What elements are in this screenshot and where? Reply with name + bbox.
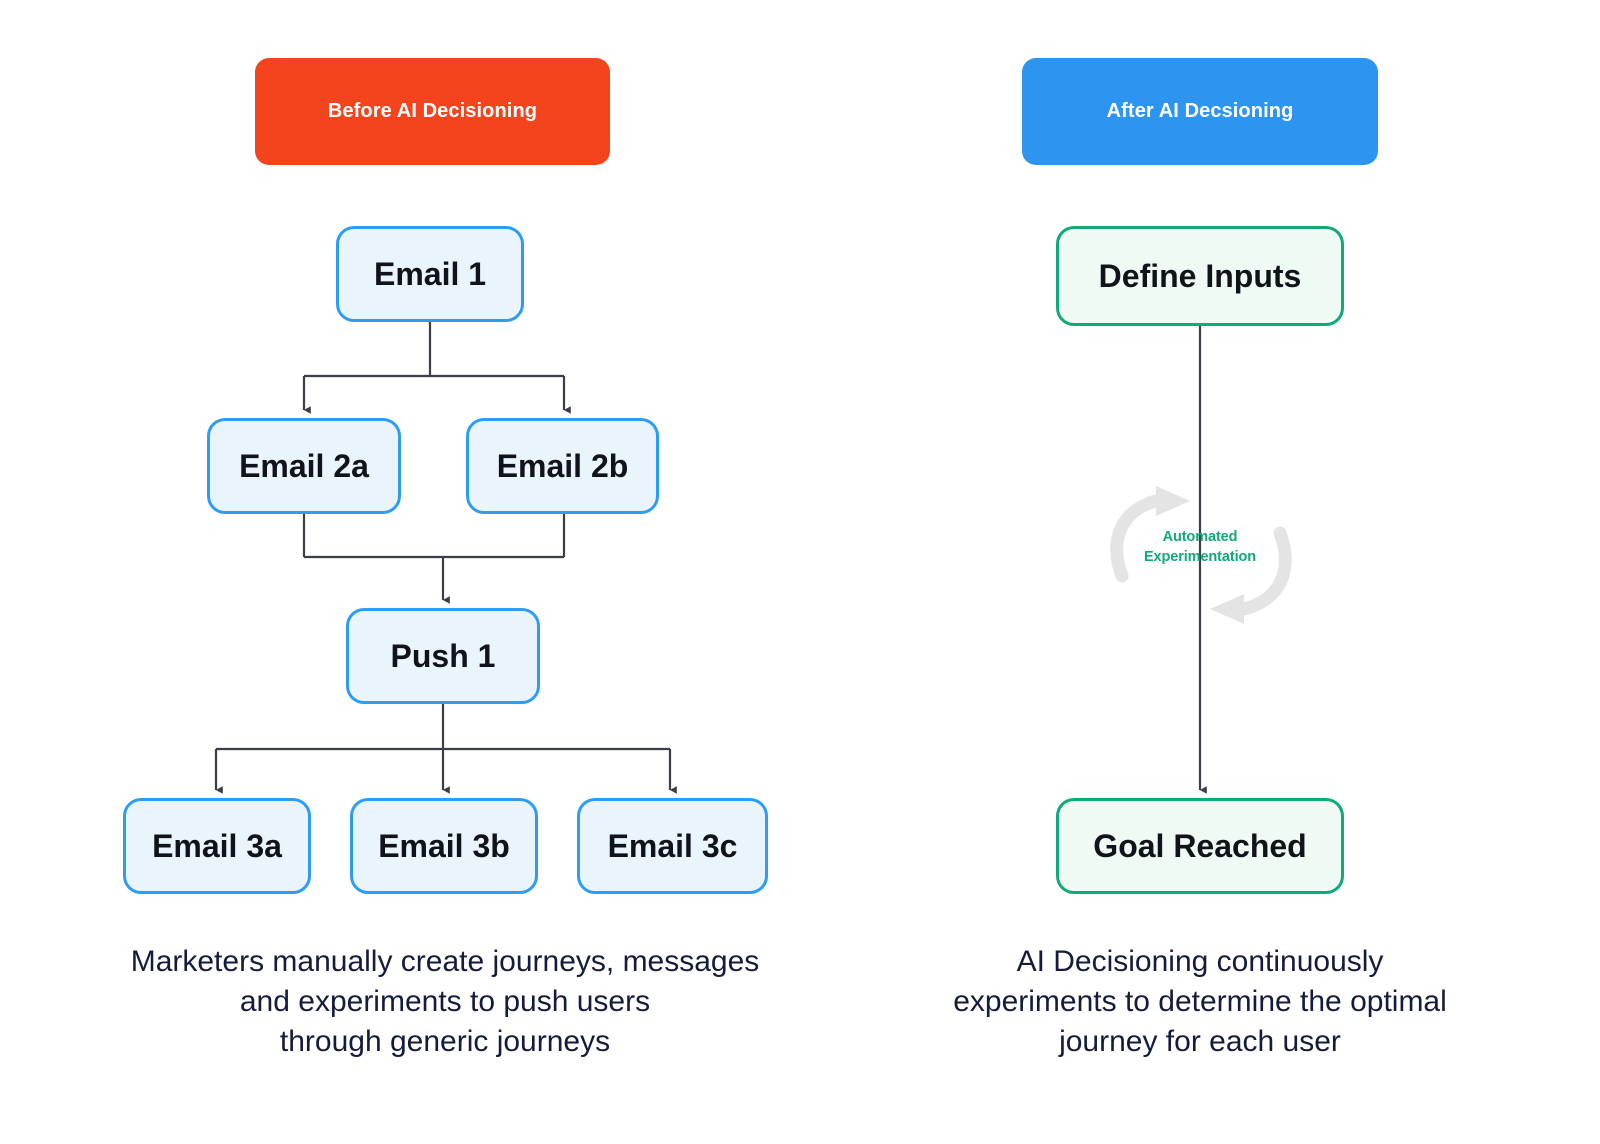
caption-before: Marketers manually create journeys, mess… [60,942,830,1062]
node-email-3a: Email 3a [123,798,311,894]
node-email-3b: Email 3b [350,798,538,894]
header-after-ai-decsioning: After AI Decsioning [1022,58,1378,165]
node-email-2b: Email 2b [466,418,659,514]
node-push-1: Push 1 [346,608,540,704]
node-define-inputs: Define Inputs [1056,226,1344,326]
header-before-ai-decisioning: Before AI Decisioning [255,58,610,165]
caption-after-line-3: journey for each user [1059,1024,1341,1058]
node-goal-reached: Goal Reached [1056,798,1344,894]
curved-arrow-left-icon-head [1210,594,1244,624]
caption-before-line-1: Marketers manually create journeys, mess… [130,945,760,978]
automated-experimentation-label: Automated Experimentation [1124,528,1276,567]
caption-after: AI Decisioning continuously experiments … [890,942,1510,1062]
caption-after-line-1: AI Decisioning continuously [1016,945,1384,978]
caption-before-line-2: and experiments to push users [239,984,651,1018]
caption-before-line-3: through generic journeys [279,1024,611,1058]
node-email-1: Email 1 [336,226,524,322]
cycle-label-line-1: Automated [1162,529,1238,545]
curved-arrow-right-icon-head [1156,486,1190,516]
node-email-3c: Email 3c [577,798,768,894]
caption-after-line-2: experiments to determine the optimal [953,984,1447,1018]
cycle-label-line-2: Experimentation [1143,548,1257,565]
node-email-2a: Email 2a [207,418,401,514]
